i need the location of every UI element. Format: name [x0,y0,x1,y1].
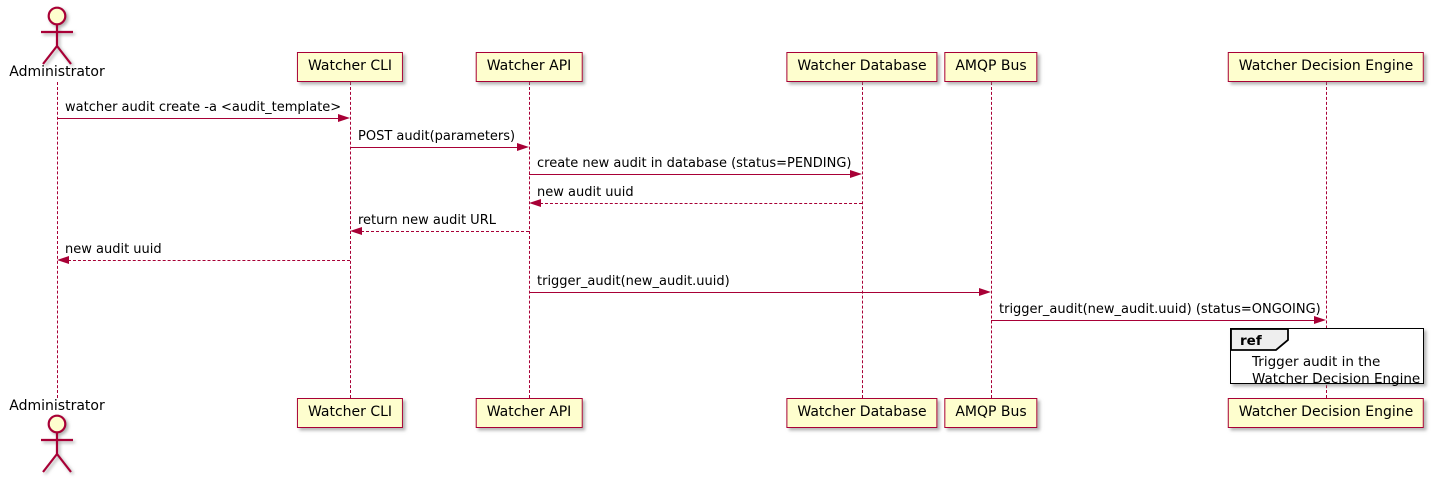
lifeline-administrator [57,82,58,398]
message-arrowhead-1 [517,143,529,151]
lifeline-watcher-api [529,82,530,398]
message-line-0 [57,118,339,119]
message-arrowhead-5 [57,256,69,264]
message-label-4: return new audit URL [358,213,496,228]
lifeline-amqp-bus [991,82,992,398]
lifeline-watcher-cli [350,82,351,398]
participant-top-watcher-api: Watcher API [475,52,583,82]
svg-text:ref: ref [1240,333,1262,349]
lifeline-watcher-database [862,82,863,398]
participant-bottom-watcher-cli: Watcher CLI [296,398,404,428]
message-line-1 [350,147,518,148]
message-label-0: watcher audit create -a <audit_template> [65,100,342,115]
participant-top-amqp-bus: AMQP Bus [944,52,1038,82]
participant-bottom-watcher-decision-engine: Watcher Decision Engine [1227,398,1425,428]
participant-bottom-watcher-api: Watcher API [475,398,583,428]
message-line-2 [529,174,851,175]
message-line-6 [529,292,980,293]
participant-top-watcher-database: Watcher Database [786,52,938,82]
actor-label-bottom-administrator: Administrator [9,398,105,414]
message-label-5: new audit uuid [65,242,162,257]
lifeline-watcher-decision-engine [1326,82,1327,398]
ref-text-line: Watcher Decision Engine [1252,371,1421,387]
message-line-3 [540,203,862,204]
message-arrowhead-2 [850,170,862,178]
message-label-3: new audit uuid [537,185,634,200]
message-arrowhead-0 [338,114,350,122]
actor-figure-top-administrator [41,6,73,65]
message-label-6: trigger_audit(new_audit.uuid) [537,274,730,289]
message-label-2: create new audit in database (status=PEN… [537,156,852,171]
message-line-7 [991,320,1315,321]
participant-bottom-watcher-database: Watcher Database [786,398,938,428]
message-label-7: trigger_audit(new_audit.uuid) (status=ON… [999,302,1321,317]
ref-tab: ref [1230,328,1289,351]
message-label-1: POST audit(parameters) [358,129,516,144]
message-arrowhead-4 [350,227,362,235]
message-line-5 [68,260,350,261]
actor-figure-bottom-administrator [41,414,73,473]
participant-bottom-amqp-bus: AMQP Bus [944,398,1038,428]
message-arrowhead-6 [979,288,991,296]
ref-text-line: Trigger audit in the [1252,354,1381,370]
participant-top-watcher-decision-engine: Watcher Decision Engine [1227,52,1425,82]
message-arrowhead-7 [1314,316,1326,324]
participant-top-watcher-cli: Watcher CLI [296,52,404,82]
message-arrowhead-3 [529,199,541,207]
actor-label-top-administrator: Administrator [9,64,105,80]
message-line-4 [361,231,529,232]
